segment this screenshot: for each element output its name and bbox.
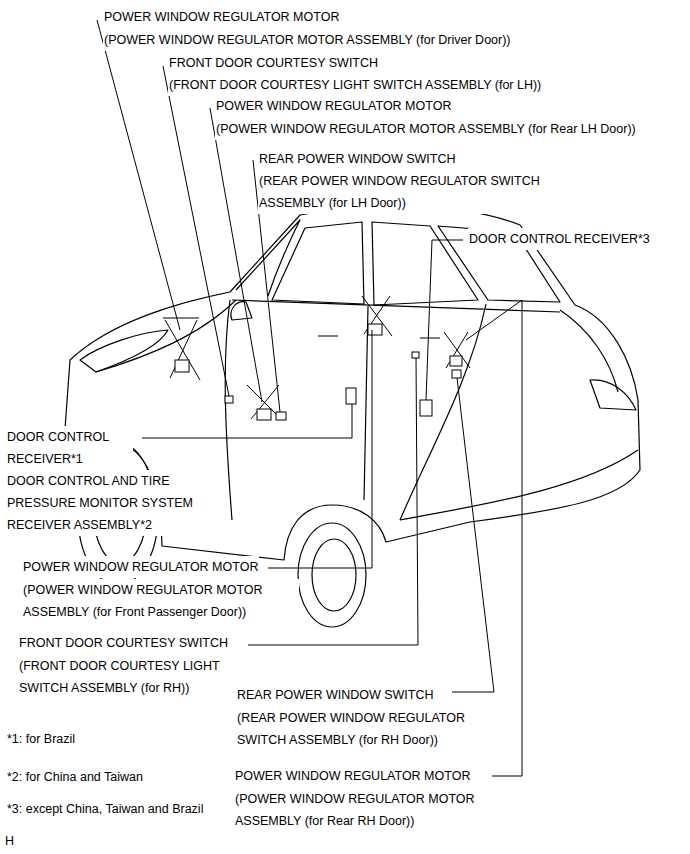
door-control-receiver <box>346 388 356 404</box>
part-label: POWER WINDOW REGULATOR MOTOR <box>22 556 259 578</box>
part-label: *2: for China and Taiwan <box>6 766 144 788</box>
beltline <box>232 300 560 312</box>
part-label: (POWER WINDOW REGULATOR MOTOR ASSEMBLY (… <box>103 29 512 51</box>
part-label: (POWER WINDOW REGULATOR MOTOR ASSEMBLY (… <box>215 118 637 140</box>
leader-line <box>426 240 463 400</box>
windshield <box>236 220 300 296</box>
window-regulator <box>444 332 470 368</box>
window-regulator <box>362 296 392 336</box>
part-label: (REAR POWER WINDOW REGULATOR SWITCH ASSE… <box>258 170 570 214</box>
rear-door-window <box>372 222 478 305</box>
trunk-line <box>560 310 618 392</box>
mirror <box>231 302 252 320</box>
leader-line <box>452 378 494 692</box>
tail-lamp <box>590 380 636 410</box>
part-label: REAR POWER WINDOW SWITCH <box>236 684 435 706</box>
door-control-receiver <box>420 400 432 416</box>
part-label: POWER WINDOW REGULATOR MOTOR <box>215 95 452 117</box>
window-regulator <box>163 318 200 380</box>
center-door-edge <box>364 306 368 500</box>
door-handle <box>318 336 440 338</box>
part-label: (REAR POWER WINDOW REGULATOR SWITCH ASSE… <box>236 707 500 751</box>
front-door-edge <box>225 300 232 520</box>
part-label: DOOR CONTROL AND TIRE PRESSURE MONITOR S… <box>6 470 223 536</box>
leader-line <box>210 108 262 402</box>
part-label: (FRONT DOOR COURTESY LIGHT SWITCH ASSEMB… <box>168 74 542 96</box>
part-label: DOOR CONTROL RECEIVER*3 <box>468 228 651 250</box>
power-window-switch <box>452 370 461 378</box>
part-label: DOOR CONTROL RECEIVER*1 <box>6 426 133 470</box>
part-label: *3: except China, Taiwan and Brazil <box>6 798 204 820</box>
part-label: *1: for Brazil <box>6 728 76 750</box>
courtesy-switch <box>412 352 419 358</box>
part-label: (POWER WINDOW REGULATOR MOTOR ASSEMBLY (… <box>234 788 498 832</box>
part-label: (FRONT DOOR COURTESY LIGHT SWITCH ASSEMB… <box>18 655 248 699</box>
rear-door-edge <box>400 304 486 520</box>
rear-bumper <box>400 450 638 520</box>
hood-line <box>96 300 236 372</box>
rear-wheel <box>298 523 366 627</box>
rear-rim <box>312 539 356 611</box>
leader-line <box>142 404 352 438</box>
components <box>163 296 470 420</box>
part-label: POWER WINDOW REGULATOR MOTOR <box>234 765 471 787</box>
figure-code: H <box>4 830 15 852</box>
courtesy-switch <box>225 396 233 403</box>
part-label: POWER WINDOW REGULATOR MOTOR <box>103 6 340 28</box>
front-door-window <box>272 222 364 304</box>
leader-line <box>466 300 522 776</box>
part-label: REAR POWER WINDOW SWITCH <box>258 148 457 170</box>
part-label: (POWER WINDOW REGULATOR MOTOR ASSEMBLY (… <box>22 579 299 623</box>
part-label: FRONT DOOR COURTESY SWITCH <box>18 632 229 654</box>
part-label: FRONT DOOR COURTESY SWITCH <box>168 52 379 74</box>
power-window-switch <box>276 412 286 420</box>
leader-line <box>268 330 372 568</box>
